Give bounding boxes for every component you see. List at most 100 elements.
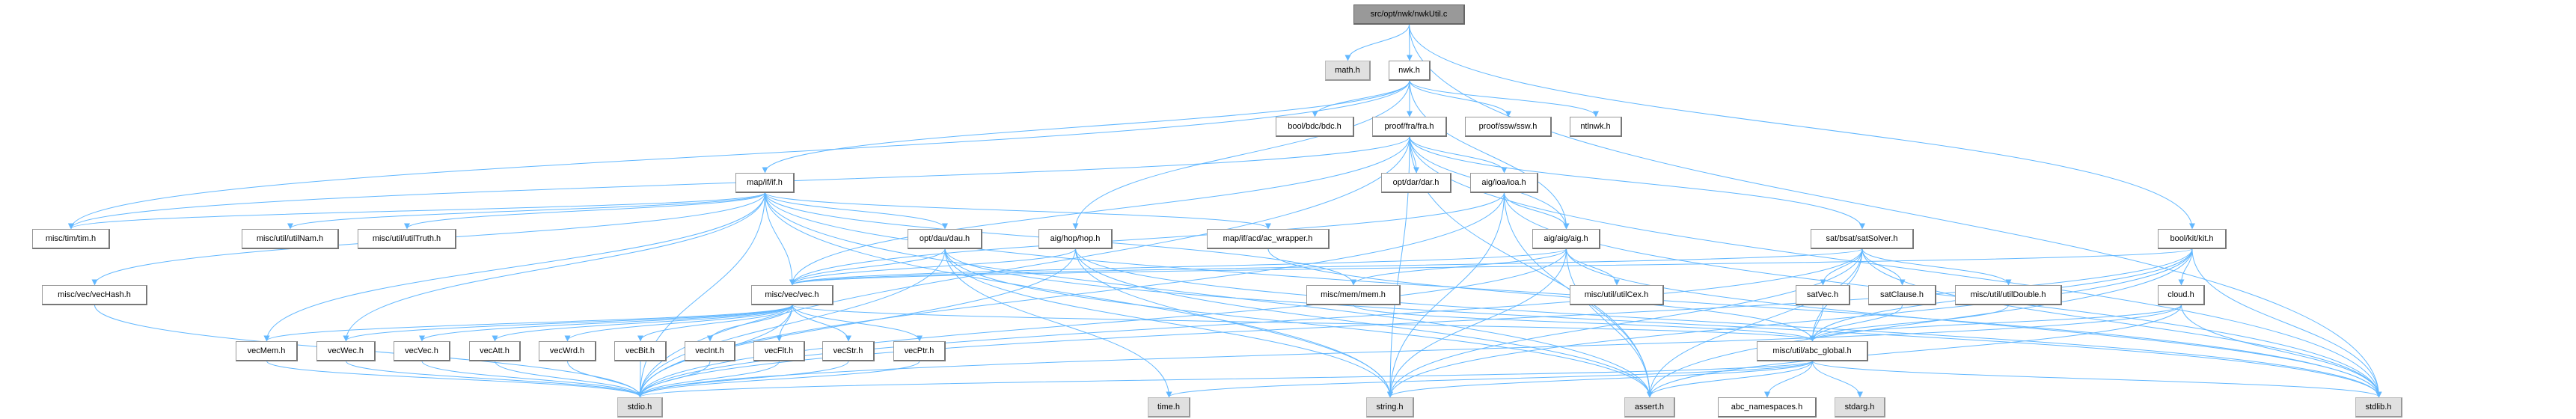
edge-hop-to-stdlib	[1075, 248, 2382, 398]
edge-abcGlobal-to-stdarg	[1812, 361, 1863, 398]
edge-ifh-to-vecWec	[343, 192, 765, 342]
edge-satSolver-to-stdio	[637, 248, 1863, 398]
edge-vecWec-to-stdio	[346, 361, 643, 398]
edge-aig-to-mem	[1350, 248, 1567, 286]
node-abc-ns[interactable]: abc_namespaces.h	[1718, 397, 1817, 418]
edge-ifh-to-utilTruth	[404, 192, 765, 230]
node-util-double[interactable]: misc/util/utilDouble.h	[1955, 284, 2062, 305]
edge-src-to-math	[1344, 24, 1410, 61]
node-dar[interactable]: opt/dar/dar.h	[1381, 172, 1451, 193]
edge-vecPtr-to-stdio	[637, 361, 920, 398]
edge-ifh-to-dau	[765, 192, 948, 230]
node-vec-str[interactable]: vecStr.h	[822, 340, 875, 361]
edge-aig-to-assert	[1566, 248, 1653, 398]
edge-cloud-to-assert	[1647, 305, 2182, 398]
node-stdio[interactable]: stdio.h	[617, 397, 663, 418]
node-ifh[interactable]: map/if/if.h	[735, 172, 795, 193]
node-assert[interactable]: assert.h	[1624, 397, 1675, 418]
edge-aig-to-string	[1387, 248, 1567, 398]
edge-vecAtt-to-stdio	[495, 361, 643, 398]
node-sat-vec[interactable]: satVec.h	[1796, 284, 1850, 305]
node-abc-global[interactable]: misc/util/abc_global.h	[1757, 340, 1868, 361]
edge-vecWrd-to-stdio	[567, 361, 643, 398]
node-tim[interactable]: misc/tim/tim.h	[32, 228, 110, 249]
node-vec-wrd[interactable]: vecWrd.h	[539, 340, 596, 361]
edge-aig-to-vec	[789, 248, 1567, 286]
node-util-nam[interactable]: misc/util/utilNam.h	[242, 228, 339, 249]
node-sat-solver[interactable]: sat/bsat/satSolver.h	[1811, 228, 1914, 249]
node-time[interactable]: time.h	[1148, 397, 1190, 418]
node-acw[interactable]: map/if/acd/ac_wrapper.h	[1207, 228, 1330, 249]
node-sat-clause[interactable]: satClause.h	[1868, 284, 1936, 305]
node-vec-mem[interactable]: vecMem.h	[236, 340, 298, 361]
edge-ifh-to-utilNam	[287, 192, 765, 230]
node-ntlnwk[interactable]: ntlnwk.h	[1570, 116, 1622, 137]
edge-abcGlobal-to-stdio	[637, 361, 1813, 398]
node-vec-bit[interactable]: vecBit.h	[614, 340, 667, 361]
edge-nwk-to-hop	[1072, 80, 1410, 230]
node-nwk[interactable]: nwk.h	[1389, 60, 1431, 81]
node-kit[interactable]: bool/kit/kit.h	[2158, 228, 2227, 249]
edge-utilDouble-to-abcGlobal	[1809, 305, 2009, 342]
edge-ioa-to-aig	[1504, 192, 1570, 230]
node-fra[interactable]: proof/fra/fra.h	[1372, 116, 1447, 137]
edge-satClause-to-abcGlobal	[1809, 305, 1903, 342]
edge-dau-to-time	[944, 248, 1172, 398]
node-ioa[interactable]: aig/ioa/ioa.h	[1470, 172, 1538, 193]
node-vec-flt[interactable]: vecFlt.h	[753, 340, 805, 361]
edge-fra-to-vec	[789, 136, 1410, 286]
node-vec-hash[interactable]: misc/vec/vecHash.h	[42, 284, 147, 305]
edge-fra-to-ioa	[1409, 136, 1508, 174]
edge-satSolver-to-utilDouble	[1861, 248, 2012, 286]
node-vec-wec[interactable]: vecWec.h	[316, 340, 376, 361]
node-vec-ptr[interactable]: vecPtr.h	[893, 340, 946, 361]
edge-ifh-to-vecMem	[263, 192, 765, 342]
edge-vec-to-vecMem	[263, 305, 793, 342]
edge-nwk-to-ifh	[762, 80, 1410, 174]
node-stdlib[interactable]: stdlib.h	[2355, 397, 2402, 418]
edge-vec-to-vecPtr	[792, 305, 923, 342]
node-dau[interactable]: opt/dau/dau.h	[908, 228, 982, 249]
node-util-cex[interactable]: misc/util/utilCex.h	[1570, 284, 1664, 305]
edge-kit-to-vec	[789, 248, 2193, 286]
edge-nwk-to-bdc	[1312, 80, 1410, 117]
node-vec[interactable]: misc/vec/vec.h	[751, 284, 833, 305]
edge-abcGlobal-to-assert	[1647, 361, 1813, 398]
node-vec-att[interactable]: vecAtt.h	[469, 340, 521, 361]
edge-dau-to-vec	[789, 248, 946, 286]
node-cloud[interactable]: cloud.h	[2158, 284, 2205, 305]
edge-cloud-to-stdio	[637, 305, 2182, 398]
edge-vec-to-vecBit	[637, 305, 793, 342]
edge-satSolver-to-satVec	[1820, 248, 1863, 286]
edge-vecVec-to-stdio	[421, 361, 643, 398]
edge-abcGlobal-to-stdlib	[1812, 361, 2382, 398]
node-string[interactable]: string.h	[1366, 397, 1414, 418]
node-mem[interactable]: misc/mem/mem.h	[1306, 284, 1401, 305]
edge-cloud-to-abcGlobal	[1809, 305, 2182, 342]
node-hop[interactable]: aig/hop/hop.h	[1038, 228, 1113, 249]
node-stdarg[interactable]: stdarg.h	[1835, 397, 1885, 418]
edge-ioa-to-string	[1387, 192, 1505, 398]
node-bdc[interactable]: bool/bdc/bdc.h	[1276, 116, 1354, 137]
edge-vec-to-vecStr	[792, 305, 851, 342]
edge-hop-to-string	[1075, 248, 1393, 398]
edge-vecBit-to-stdio	[637, 361, 643, 398]
node-util-truth[interactable]: misc/util/utilTruth.h	[358, 228, 456, 249]
edge-ifh-to-string	[765, 192, 1393, 398]
node-vec-int[interactable]: vecInt.h	[685, 340, 735, 361]
node-aig[interactable]: aig/aig/aig.h	[1532, 228, 1600, 249]
node-ssw[interactable]: proof/ssw/ssw.h	[1465, 116, 1552, 137]
node-vec-vec[interactable]: vecVec.h	[394, 340, 450, 361]
edge-vec-to-abcGlobal	[792, 305, 1816, 342]
edge-aig-to-stdlib	[1566, 248, 2382, 398]
node-math[interactable]: math.h	[1325, 60, 1371, 81]
edge-vec-to-vecVec	[419, 305, 793, 342]
edge-mem-to-abcGlobal	[1353, 305, 1816, 342]
edge-vec-to-vecWec	[343, 305, 793, 342]
edge-fra-to-stdlib	[1409, 136, 2382, 398]
edge-abcGlobal-to-abcNs	[1764, 361, 1813, 398]
edge-ioa-to-vec	[789, 192, 1505, 286]
edge-aig-to-stdio	[637, 248, 1567, 398]
edge-nwk-to-ssw	[1409, 80, 1511, 117]
